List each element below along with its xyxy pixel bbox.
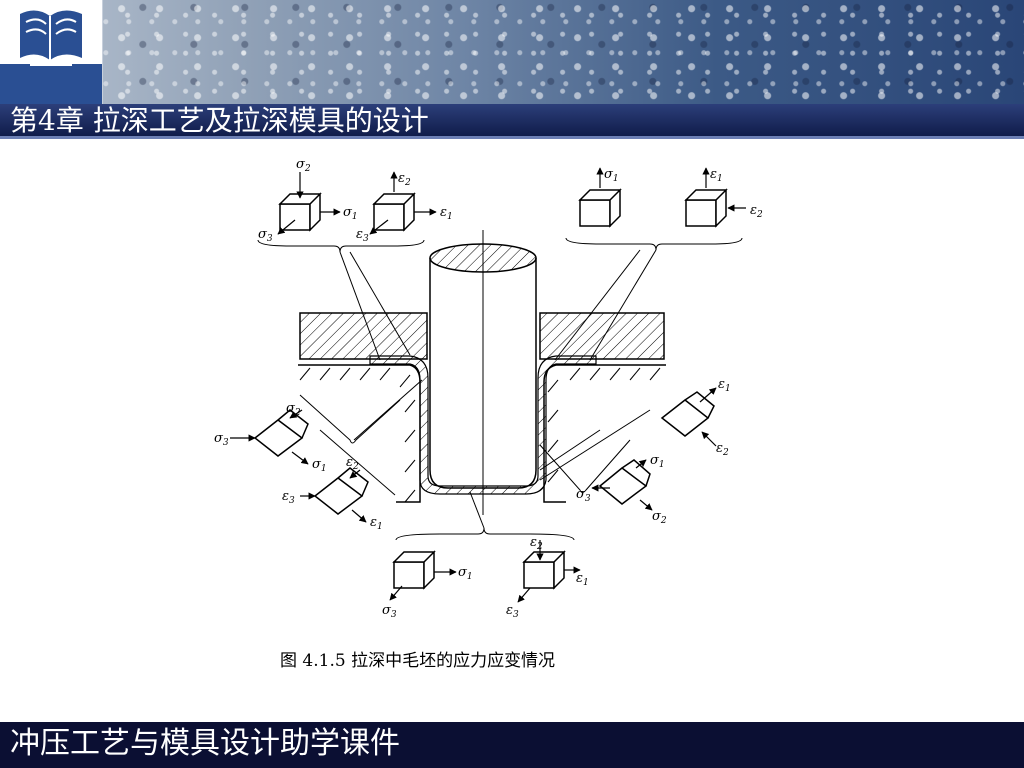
- svg-text:σ1: σ1: [312, 457, 327, 474]
- blank-holder-right: [539, 312, 665, 360]
- svg-text:ε2: ε2: [346, 455, 359, 472]
- svg-text:ε2: ε2: [716, 441, 729, 458]
- svg-text:ε3: ε3: [282, 489, 295, 506]
- logo-emblem-icon: [0, 10, 102, 104]
- svg-text:σ3: σ3: [576, 487, 591, 504]
- title-bar: [0, 104, 1024, 139]
- svg-text:σ1: σ1: [343, 205, 358, 222]
- chapter-title: 第4章 拉深工艺及拉深模具的设计: [10, 104, 429, 137]
- figure-caption: 图 4.1.5 拉深中毛坯的应力应变情况: [280, 651, 556, 671]
- svg-text:σ3: σ3: [214, 431, 229, 448]
- svg-text:σ1: σ1: [650, 453, 665, 470]
- punch: [429, 230, 537, 515]
- element-cube-flange-stress: [278, 192, 322, 232]
- element-cube-bend-strain: [313, 467, 369, 515]
- blank-holder-left: [299, 312, 428, 360]
- element-cube-wall-strain: [684, 188, 728, 228]
- svg-text:ε2: ε2: [750, 203, 763, 220]
- water-drops-background: [0, 0, 1024, 104]
- svg-text:ε2: ε2: [530, 535, 543, 552]
- element-cube-bottom-stress: [392, 550, 436, 590]
- svg-text:ε1: ε1: [370, 515, 383, 532]
- leader-lines: [257, 237, 743, 541]
- svg-text:ε2: ε2: [398, 171, 411, 188]
- stress-strain-arrows: [230, 167, 746, 603]
- stress-strain-labels: σ2 σ1 σ3 ε2 ε1 ε3 σ1 ε1 ε2 σ2 σ3 σ1 ε2 ε…: [214, 157, 763, 620]
- footer-title: 冲压工艺与模具设计助学课件: [10, 726, 400, 761]
- svg-text:σ1: σ1: [604, 167, 619, 184]
- svg-text:σ2: σ2: [286, 401, 301, 418]
- blank-cup: [369, 355, 597, 495]
- element-cube-bottom-strain: [522, 550, 566, 590]
- svg-text:ε3: ε3: [356, 227, 369, 244]
- header-banner: [0, 0, 1024, 104]
- svg-text:ε3: ε3: [506, 603, 519, 620]
- element-cube-bend-stress: [253, 409, 309, 457]
- university-logo: [0, 0, 103, 104]
- element-cube-corner-stress: [598, 459, 651, 505]
- element-cube-corner-strain: [660, 391, 715, 437]
- svg-text:ε1: ε1: [440, 205, 453, 222]
- footer-bar: [0, 722, 1024, 768]
- svg-text:σ3: σ3: [382, 603, 397, 620]
- element-cube-flange-strain: [372, 192, 416, 232]
- svg-text:σ2: σ2: [296, 157, 311, 174]
- element-cube-wall-stress: [578, 188, 622, 228]
- deep-drawing-stress-strain-diagram: σ2 σ1 σ3 ε2 ε1 ε3 σ1 ε1 ε2 σ2 σ3 σ1 ε2 ε…: [214, 157, 763, 620]
- svg-text:ε1: ε1: [718, 377, 731, 394]
- svg-text:σ1: σ1: [458, 565, 473, 582]
- svg-text:σ3: σ3: [258, 227, 273, 244]
- svg-text:σ2: σ2: [652, 509, 667, 526]
- svg-text:ε1: ε1: [576, 571, 589, 588]
- svg-text:ε1: ε1: [710, 167, 723, 184]
